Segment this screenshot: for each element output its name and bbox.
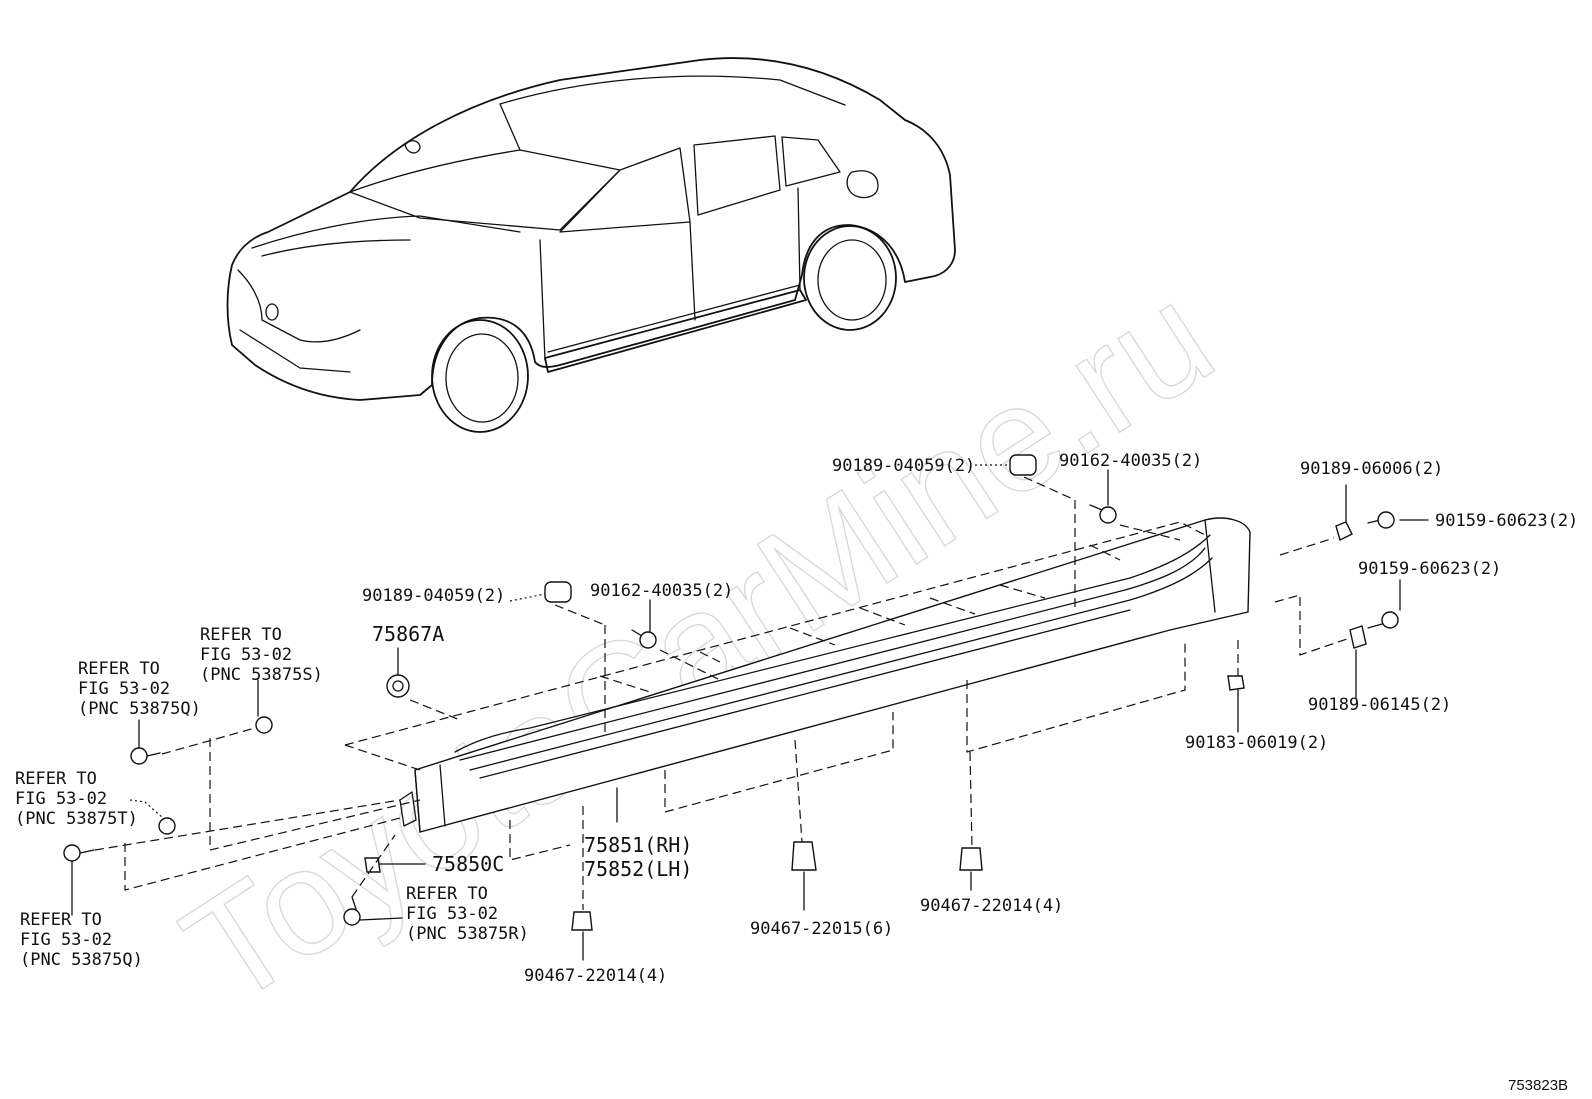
bolt-90159-60623-a (1377, 511, 1395, 529)
clip-90183-06019 (1227, 675, 1245, 691)
clip-90189-06145 (1349, 625, 1367, 649)
refer-note-53875r: REFER TO FIG 53-02 (PNC 53875R) (406, 884, 529, 944)
bolt-90159-60623-b (1381, 611, 1399, 629)
svg-text:FIG 53-02: FIG 53-02 (200, 645, 292, 665)
car-illustration (226, 57, 956, 433)
refer-note-53875q-lower: REFER TO FIG 53-02 (PNC 53875Q) (20, 910, 143, 970)
label-75851-rh: 75851(RH) (584, 833, 692, 857)
clip-90467-22014-left (571, 911, 593, 931)
label-90189-04059-lower: 90189-04059(2) (362, 586, 505, 606)
label-90189-04059-upper: 90189-04059(2) (832, 456, 975, 476)
svg-text:REFER TO: REFER TO (78, 659, 160, 679)
bolt-bottom-left (343, 908, 361, 926)
screw-90162-40035-upper (1099, 506, 1117, 524)
label-90467-22014-left: 90467-22014(4) (524, 966, 667, 986)
clip-90189-06006 (1335, 521, 1353, 542)
part-number-labels: 90189-04059(2) 90162-40035(2) 90189-0600… (362, 451, 1578, 986)
label-90467-22015: 90467-22015(6) (750, 919, 893, 939)
clip-left-upper (255, 716, 273, 734)
label-75850C: 75850C (432, 852, 504, 876)
grommet-75867A (386, 674, 410, 698)
clip-left-mid (158, 817, 176, 835)
fastener-clips (63, 454, 1399, 931)
svg-text:(PNC 53875S): (PNC 53875S) (200, 665, 323, 685)
label-90162-40035-lower: 90162-40035(2) (590, 581, 733, 601)
svg-text:(PNC 53875T): (PNC 53875T) (15, 809, 138, 829)
clip-90467-22015 (791, 841, 817, 871)
svg-text:(PNC 53875Q): (PNC 53875Q) (78, 699, 201, 719)
refer-to-notes: REFER TO FIG 53-02 (PNC 53875Q) REFER TO… (15, 625, 529, 970)
label-90189-06145: 90189-06145(2) (1308, 695, 1451, 715)
drawing-code: 753823B (1508, 1077, 1568, 1094)
svg-text:REFER TO: REFER TO (15, 769, 97, 789)
label-90159-60623-a: 90159-60623(2) (1435, 511, 1578, 531)
bolt-left-upper (130, 747, 148, 765)
clip-90189-04059-lower (544, 581, 572, 603)
refer-note-53875t: REFER TO FIG 53-02 (PNC 53875T) (15, 769, 138, 829)
clip-90189-04059-upper (1009, 454, 1037, 476)
clip-90467-22014-right (959, 847, 983, 871)
svg-text:FIG 53-02: FIG 53-02 (20, 930, 112, 950)
svg-text:REFER TO: REFER TO (406, 884, 488, 904)
label-90183-06019: 90183-06019(2) (1185, 733, 1328, 753)
svg-text:FIG 53-02: FIG 53-02 (406, 904, 498, 924)
svg-text:(PNC 53875R): (PNC 53875R) (406, 924, 529, 944)
label-75852-lh: 75852(LH) (584, 857, 692, 881)
screw-90162-40035-lower (639, 631, 657, 649)
label-90467-22014-right: 90467-22014(4) (920, 896, 1063, 916)
refer-note-53875q-upper: REFER TO FIG 53-02 (PNC 53875Q) (78, 659, 201, 719)
svg-text:REFER TO: REFER TO (20, 910, 102, 930)
label-90189-06006: 90189-06006(2) (1300, 459, 1443, 479)
panel-guidelines (344, 521, 1206, 771)
refer-note-53875s: REFER TO FIG 53-02 (PNC 53875S) (200, 625, 323, 685)
svg-text:FIG 53-02: FIG 53-02 (78, 679, 170, 699)
leader-lines (71, 464, 1429, 961)
label-75867A: 75867A (372, 622, 444, 646)
svg-text:(PNC 53875Q): (PNC 53875Q) (20, 950, 143, 970)
label-90162-40035-upper: 90162-40035(2) (1059, 451, 1202, 471)
label-90159-60623-b: 90159-60623(2) (1358, 559, 1501, 579)
svg-text:REFER TO: REFER TO (200, 625, 282, 645)
bolt-left-lower (63, 844, 81, 862)
svg-text:FIG 53-02: FIG 53-02 (15, 789, 107, 809)
